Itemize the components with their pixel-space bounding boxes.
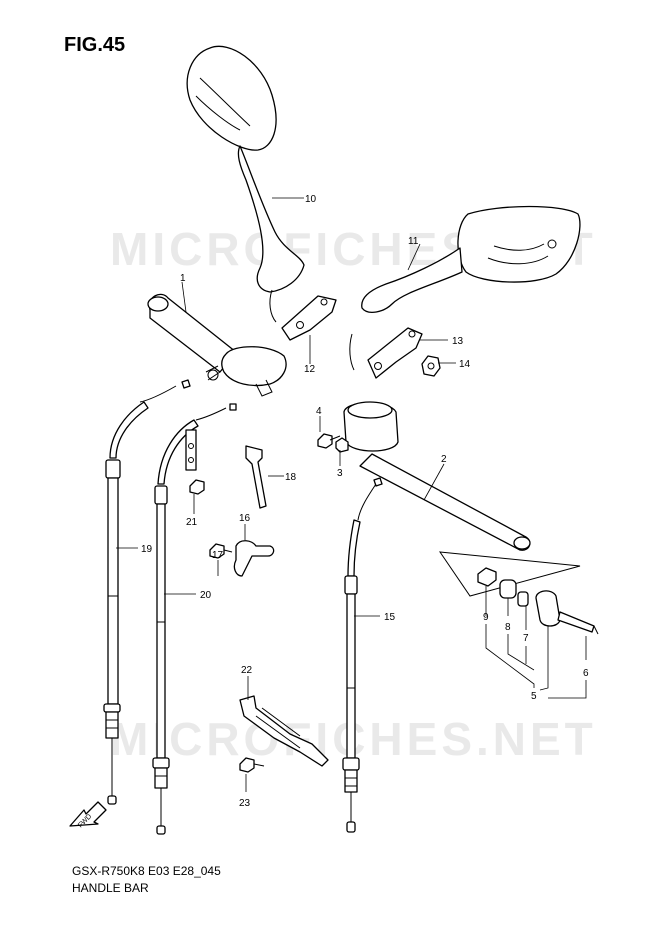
bolt-23 bbox=[239, 757, 265, 773]
fwd-arrow-icon: FWD bbox=[69, 801, 107, 829]
callout-15: 15 bbox=[384, 612, 396, 623]
cable-guide-22 bbox=[239, 695, 329, 767]
callout-10: 10 bbox=[305, 194, 317, 205]
callout-9: 9 bbox=[483, 612, 489, 623]
bar-end-assembly bbox=[438, 551, 599, 635]
cable-clamp-16 bbox=[233, 540, 275, 577]
callout-5: 5 bbox=[531, 691, 537, 702]
callout-23: 23 bbox=[239, 798, 251, 809]
clutch-cable-15 bbox=[342, 477, 383, 833]
callout-16: 16 bbox=[239, 513, 251, 524]
nut-14 bbox=[421, 355, 441, 377]
callout-7: 7 bbox=[523, 633, 529, 644]
bolt-17 bbox=[209, 543, 233, 559]
left-handlebar bbox=[147, 293, 287, 397]
figure-caption: HANDLE BAR bbox=[72, 881, 149, 895]
bolt-21 bbox=[189, 479, 205, 495]
screw-3 bbox=[335, 437, 349, 453]
figure-title: FIG.45 bbox=[64, 34, 126, 56]
model-code: GSX-R750K8 E03 E28_045 bbox=[72, 864, 221, 878]
callout-11: 11 bbox=[408, 236, 419, 247]
callout-4: 4 bbox=[316, 406, 322, 417]
throttle-cable-19 bbox=[103, 379, 191, 805]
callout-3: 3 bbox=[337, 468, 343, 479]
callout-22: 22 bbox=[241, 665, 253, 676]
callout-8: 8 bbox=[505, 622, 511, 633]
callout-13: 13 bbox=[452, 336, 464, 347]
left-mirror bbox=[186, 45, 305, 323]
cable-clamp-18 bbox=[245, 445, 267, 509]
callout-21: 21 bbox=[186, 517, 198, 528]
callout-18: 18 bbox=[285, 472, 297, 483]
callout-1: 1 bbox=[180, 273, 186, 284]
callout-12: 12 bbox=[304, 364, 316, 375]
screw-4 bbox=[317, 433, 341, 449]
callout-20: 20 bbox=[200, 590, 212, 601]
callout-14: 14 bbox=[459, 359, 471, 370]
callout-6: 6 bbox=[583, 668, 589, 679]
right-mirror bbox=[349, 205, 581, 371]
left-mirror-bracket bbox=[281, 295, 337, 341]
leader-lines bbox=[116, 197, 587, 792]
callout-19: 19 bbox=[141, 544, 153, 555]
throttle-cable-20 bbox=[152, 403, 237, 835]
right-handlebar bbox=[343, 401, 531, 551]
right-mirror-bracket bbox=[367, 327, 423, 379]
callout-labels: 1 2 3 4 5 6 7 8 9 10 11 12 13 14 15 16 1… bbox=[141, 194, 589, 809]
callout-17: 17 bbox=[212, 550, 224, 561]
callout-2: 2 bbox=[441, 454, 447, 465]
